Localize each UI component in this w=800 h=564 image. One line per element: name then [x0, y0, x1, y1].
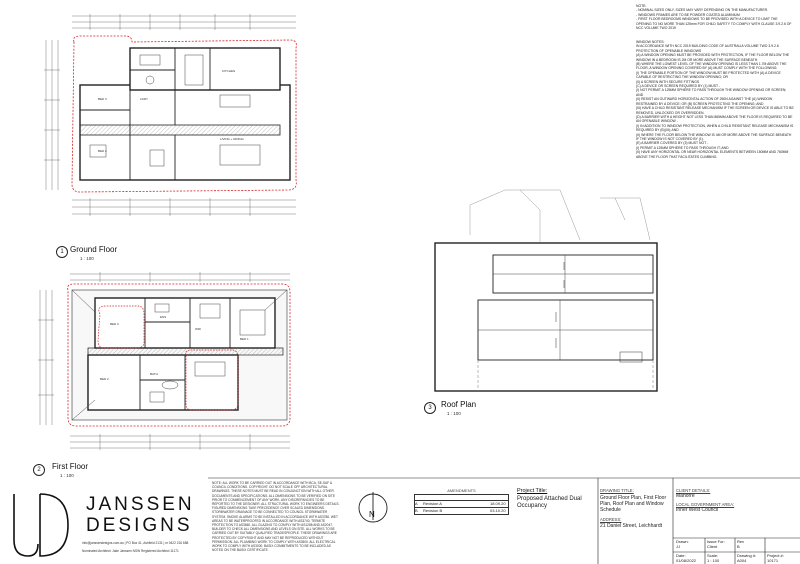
- client-name: Manorre: [676, 493, 695, 499]
- room-label: BED 1: [240, 337, 249, 341]
- room-label: LIVING + DINING: [220, 137, 244, 141]
- roof-plan-title: Roof Plan: [441, 400, 477, 409]
- project-number-value: 10171: [767, 558, 779, 563]
- council-name: Inner West Council: [676, 507, 719, 513]
- amendment-rev: B: [415, 508, 418, 513]
- first-floor-title: First Floor: [52, 462, 88, 471]
- brand-contact: info@janssendesigns.com.au | PO Box 41, …: [82, 541, 189, 545]
- view-number-3: 3: [424, 402, 436, 414]
- room-label: BED 3: [98, 97, 107, 101]
- rev-label: Rev: [737, 539, 745, 544]
- project-number-label: Project #:: [767, 553, 784, 558]
- brand-name-line-2: DESIGNS: [86, 515, 193, 536]
- roof-plan: [434, 189, 658, 392]
- amendment-date: 03.10.20: [490, 508, 506, 513]
- room-label: BED 2: [100, 377, 109, 381]
- project-number-cell: Project #: 10171: [767, 553, 784, 563]
- room-label: BED 2: [98, 149, 107, 153]
- issue-label: Issue For:: [707, 539, 725, 544]
- date-value: 01/08/2022: [676, 558, 697, 563]
- scale-cell: Scale: 1 : 100: [707, 553, 719, 563]
- rev-cell: Rev B: [737, 539, 744, 549]
- amendment-row: A Revision A 18.09.20: [415, 501, 508, 508]
- amendment-date: 18.09.20: [490, 501, 506, 506]
- drawn-cell: Drawn: JJ: [676, 539, 689, 549]
- room-label: LDRY: [140, 97, 148, 101]
- first-floor-plan: [38, 272, 291, 450]
- room-label: BED 3: [110, 322, 119, 326]
- client-block: CLIENT DETAILS: Manorre LOCAL GOVERNMENT…: [676, 488, 796, 513]
- project-block: Project Title: Proposed Attached Dual Oc…: [517, 488, 595, 510]
- drawing-title: Ground Floor Plan, First Floor Plan, Roo…: [600, 495, 667, 513]
- ground-floor-title: Ground Floor: [70, 245, 118, 254]
- drawing-number-label: Drawing #:: [737, 553, 757, 558]
- amendment-row: B Revision B 03.10.20: [415, 508, 508, 514]
- drawing-title-block: DRAWING TITLE: Ground Floor Plan, First …: [600, 488, 672, 529]
- issue-value: Client: [707, 544, 718, 549]
- room-label: ENS: [160, 315, 166, 319]
- address-label: ADDRESS:: [600, 517, 622, 522]
- drawn-value: JJ: [676, 544, 680, 549]
- view-number-1: 1: [56, 246, 68, 258]
- brand-architect: Nominated Architect: Jake Janssen NSW Re…: [82, 549, 179, 553]
- drawing-title-label: DRAWING TITLE:: [600, 488, 634, 493]
- general-notes: NOTE: ALL WORK TO BE CARRIED OUT IN ACCO…: [212, 481, 340, 553]
- first-floor-scale: 1 : 100: [60, 473, 74, 478]
- drawing-number-cell: Drawing #: A004: [737, 553, 756, 563]
- date-cell: Date: 01/08/2022: [676, 553, 696, 563]
- window-protection-notes: WINDOW NOTES: IN ACCORDANCE WITH NCC 201…: [636, 40, 794, 159]
- window-notes-header: NOTE: - NOMINAL SIZES ONLY, SIZES MAY VA…: [636, 4, 792, 31]
- north-arrow-icon: [358, 492, 388, 523]
- project-title: Proposed Attached Dual Occupancy: [517, 496, 582, 509]
- amendment-desc: Revision A: [423, 501, 442, 506]
- rev-value: B: [737, 544, 740, 549]
- janssen-designs-logo-icon: [13, 493, 69, 557]
- amendments-title: AMENDMENTS: [447, 488, 476, 493]
- amendment-desc: Revision B: [423, 508, 443, 513]
- drawn-label: Drawn:: [676, 539, 689, 544]
- address: 21 Daniel Street, Leichhardt: [600, 523, 662, 529]
- council-label: LOCAL GOVERNMENT AREA:: [676, 502, 735, 507]
- north-label: N: [369, 510, 375, 519]
- room-label: KITCHEN: [222, 69, 235, 73]
- amendments-table: AMENDMENTS A Revision A 18.09.20 B Revis…: [414, 488, 509, 515]
- view-number-2: 2: [33, 464, 45, 476]
- amendment-rev: A: [415, 501, 418, 506]
- issue-cell: Issue For: Client: [707, 539, 725, 549]
- brand-name-line-1: JANSSEN: [86, 494, 195, 515]
- drawing-number-value: A004: [737, 558, 747, 563]
- ground-floor-scale: 1 : 100: [80, 256, 94, 261]
- scale-label: Scale:: [707, 553, 719, 558]
- roof-plan-scale: 1 : 100: [447, 411, 461, 416]
- ground-floor-plan: [44, 14, 297, 216]
- scale-value: 1 : 100: [707, 558, 720, 563]
- room-label: WIR: [195, 327, 202, 331]
- date-label: Date:: [676, 553, 686, 558]
- project-title-label: Project Title:: [517, 488, 548, 494]
- room-label: BATH: [150, 372, 158, 376]
- client-label: CLIENT DETAILS:: [676, 488, 711, 493]
